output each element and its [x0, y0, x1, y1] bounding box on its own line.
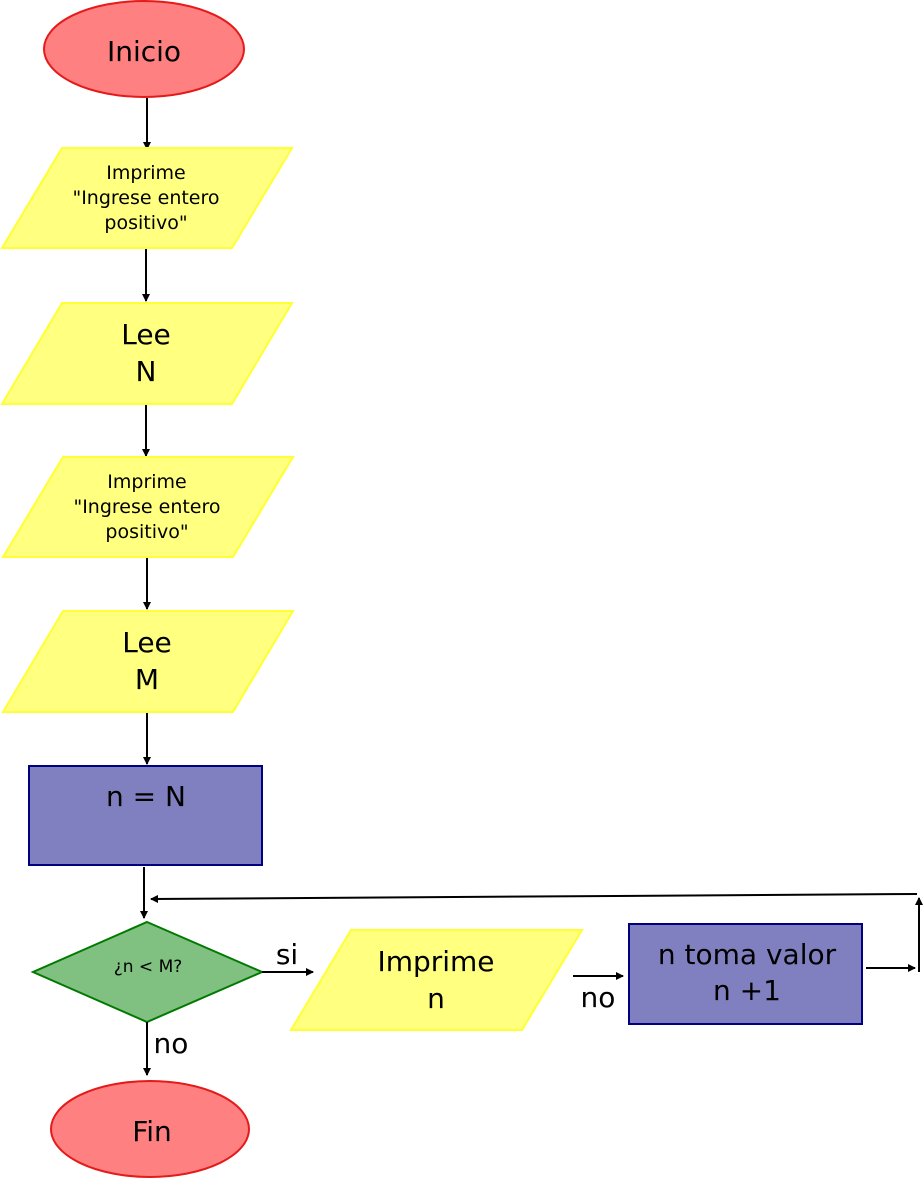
decision-label: ¿n < M?: [114, 957, 183, 977]
end-label: Fin: [132, 1115, 172, 1148]
print-n-line-2: n: [427, 982, 445, 1015]
read-m-shape: [1, 610, 295, 713]
print-n-line-1: Imprime: [377, 945, 494, 978]
print-prompt-1: Imprime "Ingrese entero positivo": [0, 147, 294, 249]
read-n-shape: [0, 302, 294, 405]
edge-label-no-down: no: [154, 1027, 189, 1060]
assign-n-label: n = N: [106, 780, 186, 813]
print-prompt-2-line-1: Imprime: [107, 471, 186, 493]
read-m-line-2: M: [135, 663, 159, 696]
end-ellipse: [50, 1080, 250, 1178]
print-prompt-1-shape: [0, 147, 294, 249]
print-prompt-2-line-3: positivo": [105, 521, 188, 543]
print-n: Imprime n: [289, 929, 584, 1031]
edge-label-si: si: [276, 938, 298, 971]
print-prompt-1-line-3: positivo": [104, 212, 187, 234]
print-prompt-1-line-1: Imprime: [106, 162, 185, 184]
increment-n-line-1: n toma valor: [658, 938, 837, 971]
arrow-loop-back: [150, 893, 918, 903]
read-n-line-2: N: [136, 355, 157, 388]
read-m-line-1: Lee: [122, 626, 172, 659]
start-label: Inicio: [107, 35, 181, 68]
decision-n-less-m: ¿n < M?: [30, 920, 265, 1024]
assign-n: n = N: [28, 765, 263, 866]
start-terminal: Inicio: [43, 0, 245, 98]
increment-n: n toma valor n +1: [628, 923, 863, 1025]
end-terminal: Fin: [50, 1080, 250, 1178]
increment-n-shape: [628, 923, 863, 1025]
assign-n-shape: [28, 765, 263, 866]
print-prompt-2-shape: [1, 456, 295, 558]
print-prompt-2-line-2: "Ingrese entero: [73, 496, 220, 518]
start-ellipse: [43, 0, 245, 98]
read-n-line-1: Lee: [121, 318, 171, 351]
print-n-shape: [289, 929, 584, 1031]
print-prompt-2: Imprime "Ingrese entero positivo": [1, 456, 295, 558]
read-n: Lee N: [0, 302, 294, 405]
print-prompt-1-line-2: "Ingrese entero: [72, 187, 219, 209]
increment-n-line-2: n +1: [713, 974, 781, 1007]
edge-label-no-right: no: [581, 981, 616, 1014]
read-m: Lee M: [1, 610, 295, 713]
